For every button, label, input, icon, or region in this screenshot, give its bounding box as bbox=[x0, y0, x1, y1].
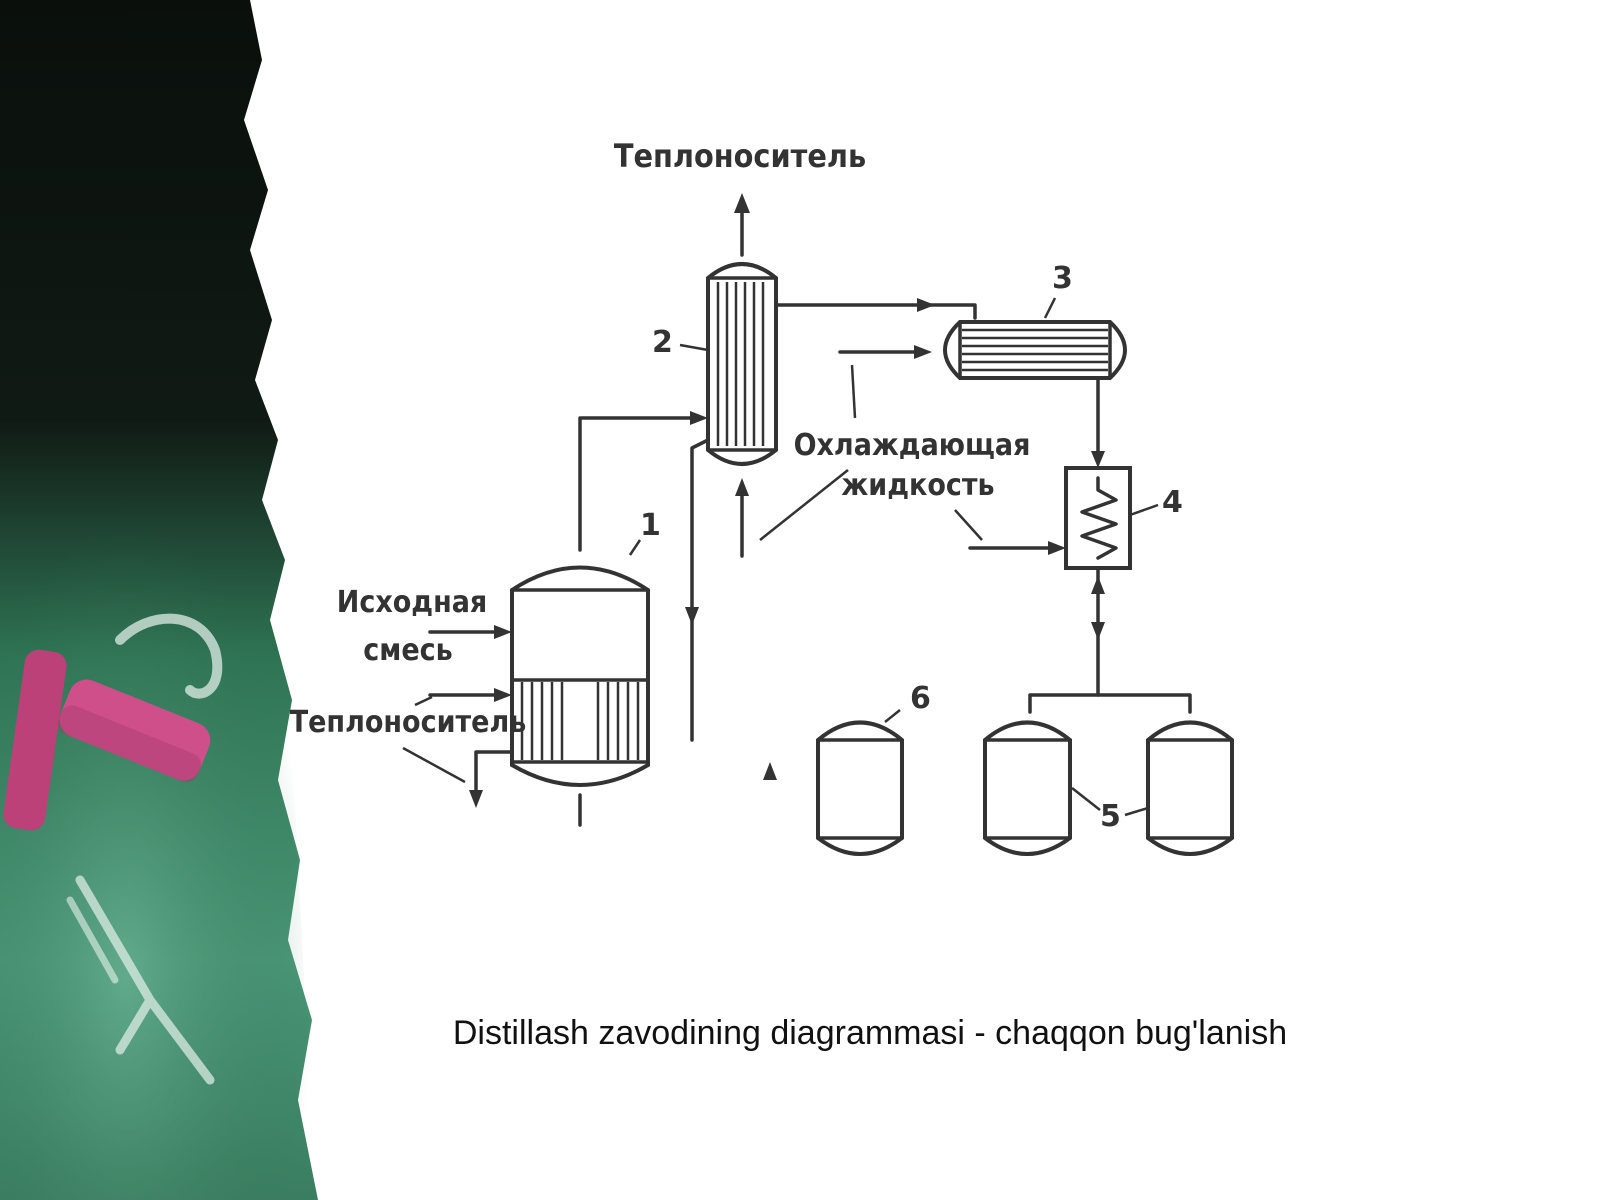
pink-chalk-icon bbox=[3, 649, 211, 831]
label-heat-carrier-top: Теплоноситель bbox=[614, 137, 866, 175]
label-coolant-2: жидкость bbox=[841, 468, 994, 503]
unit-number-6: 6 bbox=[910, 681, 931, 716]
unit-2-heat-exchanger bbox=[706, 262, 778, 466]
unit-1-still bbox=[510, 565, 650, 787]
label-feed-2: смесь bbox=[363, 633, 452, 668]
receiver-6 bbox=[816, 720, 904, 856]
unit-number-5: 5 bbox=[1100, 799, 1121, 834]
unit-number-4: 4 bbox=[1162, 485, 1183, 520]
unit-number-2: 2 bbox=[652, 325, 673, 360]
label-feed-1: Исходная bbox=[337, 585, 488, 620]
unit-4-cooler bbox=[1064, 466, 1132, 570]
receiver-5b bbox=[1146, 720, 1234, 856]
chalkboard-background bbox=[0, 0, 318, 1200]
label-coolant-1: Охлаждающая bbox=[794, 428, 1031, 463]
slide-caption: Distillash zavodining diagrammasi - chaq… bbox=[452, 1014, 1288, 1052]
unit-number-1: 1 bbox=[640, 508, 661, 543]
receiver-5a bbox=[983, 720, 1072, 856]
unit-number-3: 3 bbox=[1052, 261, 1073, 296]
label-heat-carrier-left: Теплоноситель bbox=[290, 705, 527, 740]
unit-3-condenser bbox=[943, 320, 1127, 380]
piping bbox=[402, 193, 1192, 827]
